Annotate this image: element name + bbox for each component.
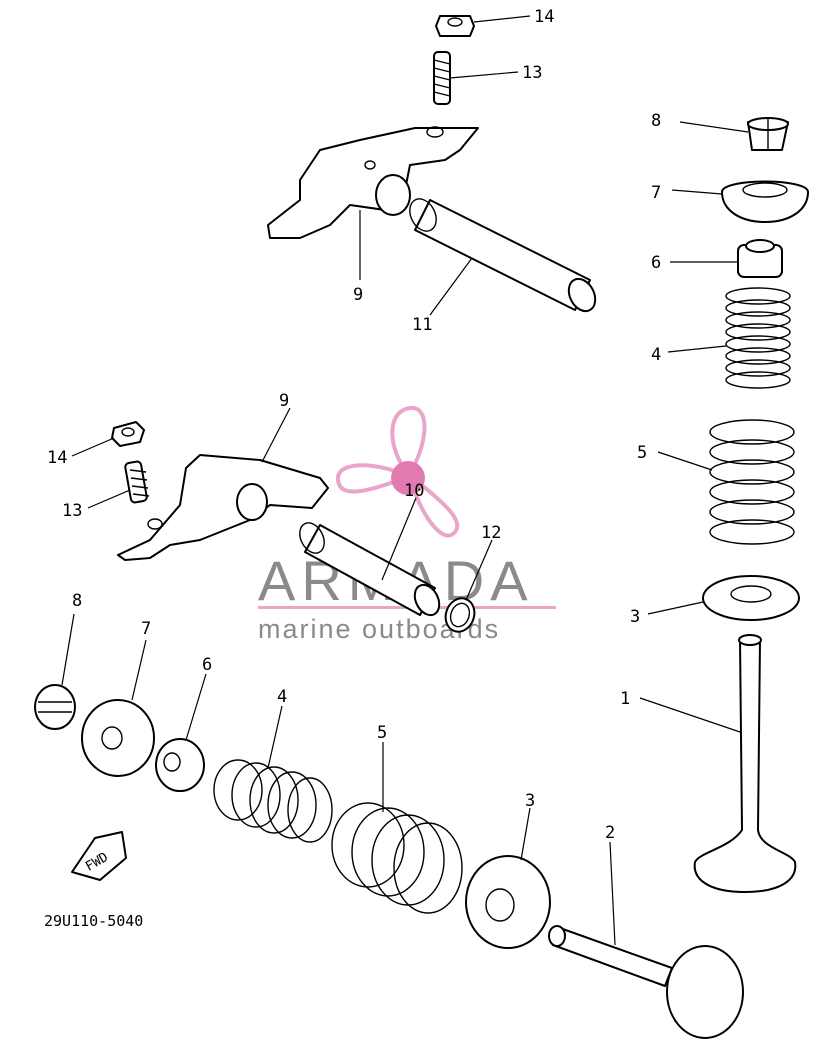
lower-valve-row: FWD bbox=[34, 684, 744, 1039]
callout-3-right: 3 bbox=[630, 607, 640, 627]
callout-13-lower: 13 bbox=[62, 501, 82, 521]
upper-rocker-assembly bbox=[267, 15, 597, 313]
callout-13-upper: 13 bbox=[522, 63, 542, 83]
leader-lines bbox=[61, 15, 749, 946]
rocker-shaft-part bbox=[299, 522, 441, 617]
spring-retainer-part bbox=[721, 180, 809, 223]
spring-seat-part bbox=[702, 575, 800, 621]
callout-10: 10 bbox=[404, 481, 424, 501]
diagram-code: 29U110-5040 bbox=[44, 912, 143, 930]
lower-rocker-assembly bbox=[111, 421, 476, 633]
callout-8-lower: 8 bbox=[72, 591, 82, 611]
propeller-icon bbox=[336, 406, 460, 538]
callout-9-lower: 9 bbox=[279, 391, 289, 411]
right-valve-stack bbox=[693, 117, 809, 893]
valve-stem-seal-part bbox=[737, 239, 783, 278]
callout-14-lower: 14 bbox=[47, 448, 67, 468]
callout-5-lower: 5 bbox=[377, 723, 387, 743]
propeller-hub-icon bbox=[391, 461, 425, 495]
callout-14-upper: 14 bbox=[534, 7, 554, 27]
inner-valve-spring-part bbox=[213, 759, 333, 843]
inner-valve-spring-part bbox=[725, 287, 791, 389]
rocker-shaft-part bbox=[409, 198, 597, 313]
callout-8-right: 8 bbox=[651, 111, 661, 131]
locknut-part bbox=[111, 421, 145, 447]
valve-cotter-part bbox=[747, 117, 789, 151]
callout-1: 1 bbox=[620, 689, 630, 709]
rocker-arm-part bbox=[267, 126, 479, 239]
spring-retainer-part bbox=[81, 699, 155, 777]
callout-11: 11 bbox=[412, 315, 432, 335]
callout-6-lower: 6 bbox=[202, 655, 212, 675]
callout-4-right: 4 bbox=[651, 345, 661, 365]
callout-7-lower: 7 bbox=[141, 619, 151, 639]
intake-valve-part bbox=[548, 925, 744, 1039]
callout-4-lower: 4 bbox=[277, 687, 287, 707]
outer-valve-spring-part bbox=[709, 419, 795, 545]
valve-stem-seal-part bbox=[155, 738, 205, 792]
callout-labels: 14 13 9 11 8 7 6 4 5 3 1 9 10 12 14 13 8… bbox=[47, 7, 661, 843]
adjusting-screw-part bbox=[124, 460, 150, 504]
callout-2: 2 bbox=[605, 823, 615, 843]
callout-6-right: 6 bbox=[651, 253, 661, 273]
forward-arrow-icon: FWD bbox=[71, 831, 127, 881]
callout-9-upper: 9 bbox=[353, 285, 363, 305]
locknut-part bbox=[435, 15, 475, 37]
callout-7-right: 7 bbox=[651, 183, 661, 203]
adjusting-screw-part bbox=[433, 51, 451, 105]
valve-cotter-part bbox=[34, 684, 76, 730]
callout-3-lower: 3 bbox=[525, 791, 535, 811]
exhaust-valve-part bbox=[693, 634, 797, 893]
outer-valve-spring-part bbox=[331, 802, 463, 914]
rocker-arm-part bbox=[117, 454, 329, 561]
spring-seat-part bbox=[465, 855, 551, 949]
callout-12: 12 bbox=[481, 523, 501, 543]
callout-5-right: 5 bbox=[637, 443, 647, 463]
